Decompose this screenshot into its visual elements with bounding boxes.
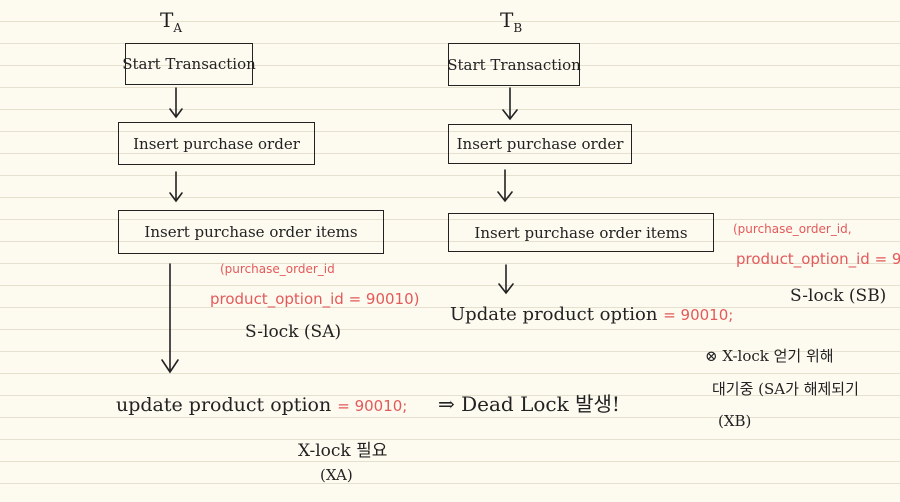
ta-arrow-1: [169, 87, 183, 119]
ta-lock-note: S-lock (SA): [245, 322, 342, 342]
tb-lock-note: S-lock (SB): [790, 286, 887, 306]
ta-note-line1: (purchase_order_id: [220, 262, 335, 276]
tb-xlock-line2: 대기중 (SA가 해제되기: [712, 380, 859, 398]
transaction-b-header: TB: [500, 8, 522, 35]
tb-insert-purchase-order-items-box: Insert purchase order items: [448, 213, 714, 252]
tb-xlock-line1: ⊗ X-lock 얻기 위해: [705, 347, 834, 365]
ta-update-value: = 90010;: [337, 397, 408, 415]
transaction-a-header: TA: [160, 8, 182, 35]
tb-update-value: = 90010;: [663, 306, 734, 324]
tb-note-line1: (purchase_order_id,: [733, 222, 852, 236]
tb-xlock-line3: (XB): [718, 412, 752, 430]
tb-update-line: Update product option = 90010;: [450, 304, 733, 325]
ta-arrow-3: [161, 263, 179, 374]
tb-note-line2: product_option_id = 90: [736, 250, 900, 268]
ta-update-text: update product option: [116, 394, 332, 416]
deadlock-text: ⇒ Dead Lock 발생!: [438, 392, 620, 416]
tb-start-transaction-box: Start Transaction: [447, 43, 581, 86]
ta-start-transaction-box: Start Transaction: [122, 43, 256, 85]
transaction-b-subscript: B: [513, 21, 523, 35]
tb-insert-purchase-order-box: Insert purchase order: [448, 124, 632, 164]
ta-xlock-line1: X-lock 필요: [298, 441, 388, 461]
ta-note-line2: product_option_id = 90010): [210, 290, 420, 308]
ta-update-line: update product option = 90010;: [116, 394, 407, 416]
tb-arrow-3: [498, 264, 514, 295]
transaction-b-letter: T: [500, 8, 514, 32]
ta-xlock-line2: (XA): [320, 466, 353, 484]
transaction-a-letter: T: [160, 8, 174, 32]
ta-insert-purchase-order-items-box: Insert purchase order items: [118, 210, 384, 254]
tb-arrow-1: [502, 87, 518, 121]
ta-arrow-2: [169, 171, 183, 203]
transaction-a-subscript: A: [173, 21, 183, 35]
tb-update-text: Update product option: [450, 304, 658, 325]
ta-insert-purchase-order-box: Insert purchase order: [118, 122, 315, 165]
tb-arrow-2: [497, 169, 513, 203]
